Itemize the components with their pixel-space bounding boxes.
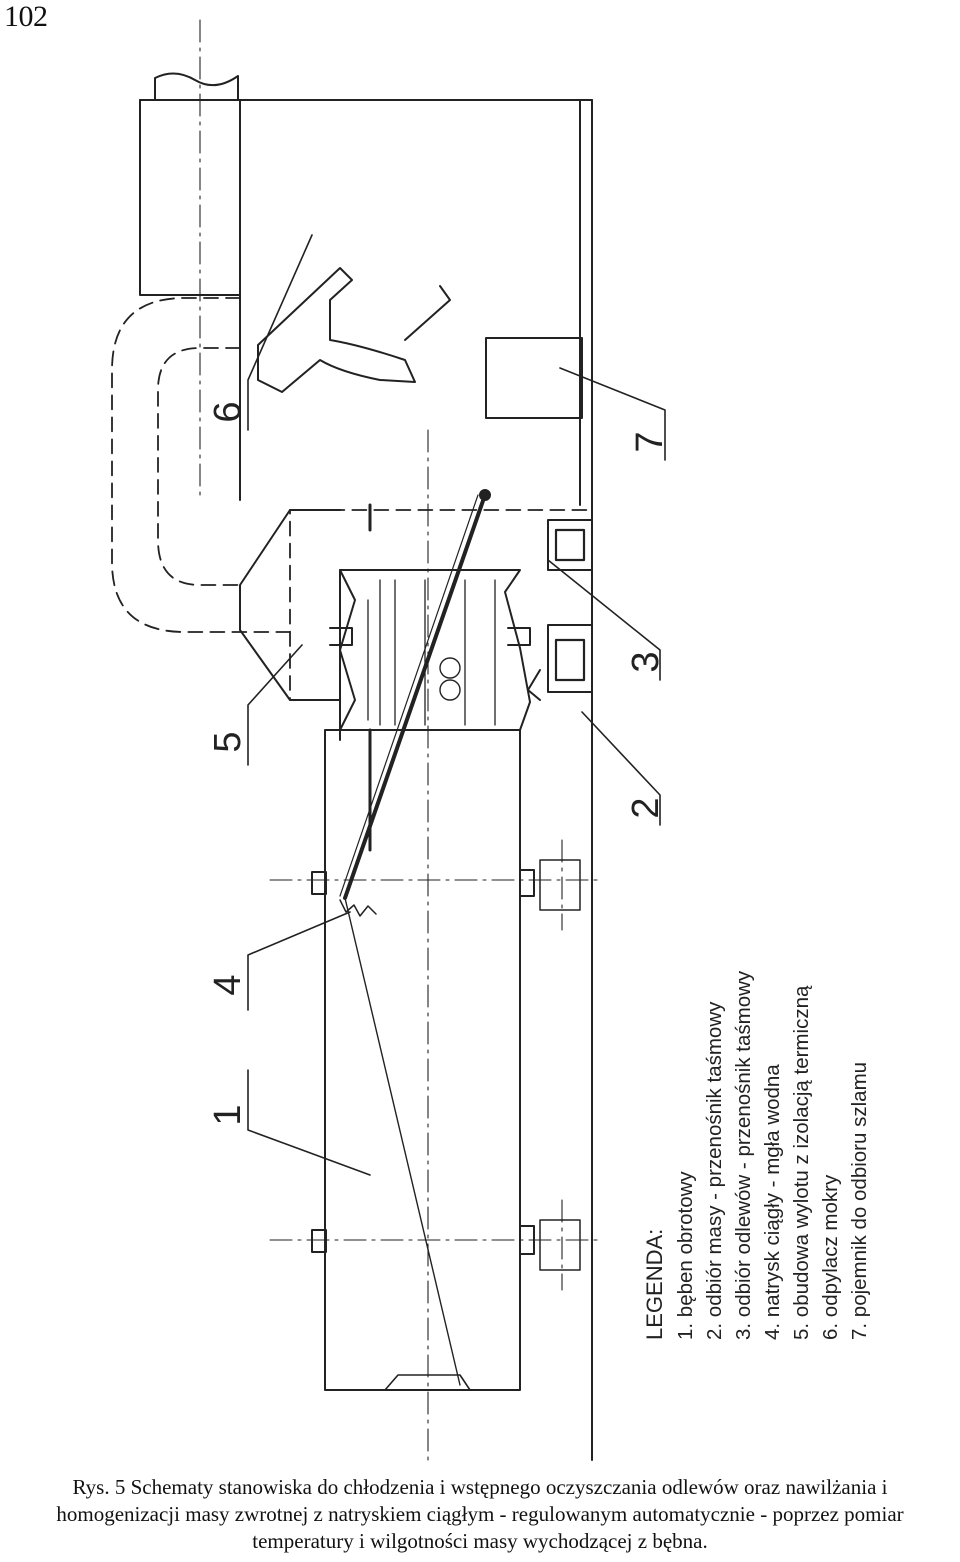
- leader-1: [247, 1069, 371, 1176]
- drum-ring-upper: [311, 871, 327, 895]
- duct-outer: [111, 297, 593, 633]
- callout-5: 5: [207, 731, 249, 752]
- drum-ring-lower: [311, 1229, 327, 1253]
- leader-6: [247, 234, 313, 431]
- spray-lance: [343, 493, 487, 900]
- legend-item: 4. natrysk ciągły - mgła wodna: [761, 1064, 784, 1340]
- callout-7: 7: [629, 431, 671, 452]
- leader-3: [547, 559, 661, 681]
- callout-1: 1: [207, 1104, 249, 1125]
- leader-5: [247, 644, 303, 766]
- duct-inner: [157, 347, 241, 586]
- figure-caption: Rys. 5 Schematy stanowiska do chłodzenia…: [0, 1474, 960, 1555]
- duct-stub: [154, 72, 239, 101]
- leader-7: [559, 367, 666, 461]
- leader-4: [247, 911, 351, 1011]
- rotary-drum: [324, 729, 521, 1391]
- legend-title: LEGENDA:: [642, 1228, 667, 1340]
- mass-conveyor: [547, 624, 593, 693]
- legend-item: 1. bęben obrotowy: [674, 1171, 697, 1340]
- callout-2: 2: [625, 797, 667, 818]
- callout-3: 3: [625, 651, 667, 672]
- page-number: 102: [4, 0, 48, 33]
- collector-baffle-b: [404, 285, 451, 341]
- caption-line-2: homogenizacji masy zwrotnej z natryskiem…: [56, 1502, 904, 1526]
- legend-item: 5. obudowa wylotu z izolacją termiczną: [790, 985, 813, 1340]
- dust-collector-housing: [139, 99, 241, 296]
- sludge-container: [485, 337, 583, 419]
- technical-drawing: 1 4 5 6 2 3 7: [111, 19, 671, 1461]
- caption-line-1: Rys. 5 Schematy stanowiska do chłodzenia…: [72, 1475, 888, 1499]
- legend-item: 6. odpylacz mokry: [819, 1174, 842, 1340]
- leader-2: [581, 711, 661, 826]
- collector-baffle-a: [257, 267, 416, 393]
- legend-item: 7. pojemnik do odbioru szlamu: [848, 1061, 871, 1340]
- legend-item: 2. odbiór masy - przenośnik taśmowy: [703, 1001, 726, 1340]
- callout-6: 6: [207, 401, 249, 422]
- caption-line-3: temperatury i wilgotności masy wychodząc…: [252, 1529, 708, 1553]
- casting-conveyor: [547, 519, 593, 571]
- legend-item: 3. odbiór odlewów - przenośnik taśmowy: [732, 970, 755, 1340]
- callout-4: 4: [207, 974, 249, 995]
- legend: LEGENDA: 1. bęben obrotowy 2. odbiór mas…: [640, 970, 874, 1340]
